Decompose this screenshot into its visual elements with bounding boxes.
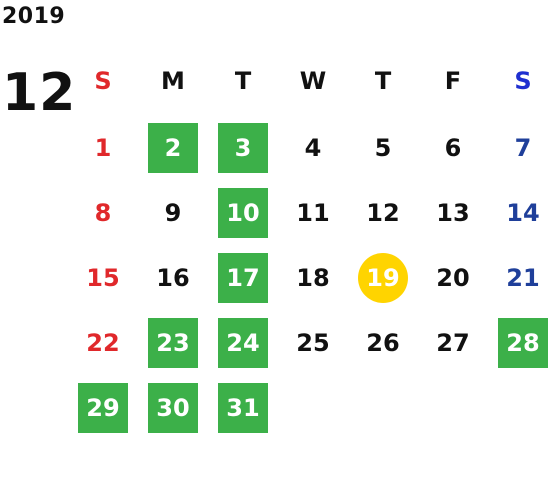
day-cell[interactable]: 28 xyxy=(488,310,548,375)
day-cell[interactable]: 18 xyxy=(278,245,348,310)
weekday-header-row: S M T W T F S xyxy=(68,48,548,115)
weekday-sunday: S xyxy=(94,66,112,95)
holiday-day[interactable]: 28 xyxy=(498,317,548,368)
day-cell[interactable]: 12 xyxy=(348,180,418,245)
holiday-day[interactable]: 3 xyxy=(218,122,268,173)
day-cell[interactable]: 13 xyxy=(418,180,488,245)
day-cell[interactable]: 7 xyxy=(488,115,548,180)
sunday-day[interactable]: 22 xyxy=(86,328,120,357)
week-row: 22 23 24 25 26 27 28 xyxy=(68,310,548,375)
weekday-monday: M xyxy=(161,66,185,95)
saturday-day[interactable]: 14 xyxy=(506,198,540,227)
week-row: 29 30 31 xyxy=(68,375,548,440)
today-day[interactable]: 19 xyxy=(358,252,408,303)
day-cell[interactable]: 1 xyxy=(68,115,138,180)
day-cell[interactable]: 20 xyxy=(418,245,488,310)
holiday-day[interactable]: 30 xyxy=(148,382,198,433)
day-cell[interactable]: 6 xyxy=(418,115,488,180)
day-cell[interactable]: 3 xyxy=(208,115,278,180)
weekday-day[interactable]: 13 xyxy=(436,198,470,227)
day-cell[interactable]: 27 xyxy=(418,310,488,375)
holiday-day[interactable]: 17 xyxy=(218,252,268,303)
day-cell[interactable]: 21 xyxy=(488,245,548,310)
day-cell[interactable]: 4 xyxy=(278,115,348,180)
day-cell[interactable]: 14 xyxy=(488,180,548,245)
sunday-day[interactable]: 15 xyxy=(86,263,120,292)
weekday-day[interactable]: 11 xyxy=(296,198,330,227)
day-cell[interactable]: 25 xyxy=(278,310,348,375)
day-cell[interactable]: 8 xyxy=(68,180,138,245)
day-cell[interactable]: 22 xyxy=(68,310,138,375)
day-cell[interactable]: 16 xyxy=(138,245,208,310)
holiday-day[interactable]: 31 xyxy=(218,382,268,433)
weekday-day[interactable]: 5 xyxy=(374,133,392,162)
day-cell[interactable]: 2 xyxy=(138,115,208,180)
day-cell[interactable]: 15 xyxy=(68,245,138,310)
weekday-day[interactable]: 6 xyxy=(444,133,462,162)
weekday-day[interactable]: 27 xyxy=(436,328,470,357)
saturday-day[interactable]: 21 xyxy=(506,263,540,292)
day-cell[interactable]: 31 xyxy=(208,375,278,440)
weekday-day[interactable]: 18 xyxy=(296,263,330,292)
weekday-day[interactable]: 9 xyxy=(164,198,182,227)
week-row: 8 9 10 11 12 13 14 xyxy=(68,180,548,245)
holiday-day[interactable]: 24 xyxy=(218,317,268,368)
weekday-day[interactable]: 26 xyxy=(366,328,400,357)
weekday-wednesday: W xyxy=(299,66,327,95)
day-cell[interactable]: 9 xyxy=(138,180,208,245)
week-row: 15 16 17 18 19 20 21 xyxy=(68,245,548,310)
saturday-day[interactable]: 7 xyxy=(514,133,532,162)
holiday-day[interactable]: 2 xyxy=(148,122,198,173)
weekday-day[interactable]: 4 xyxy=(304,133,322,162)
weekday-day[interactable]: 25 xyxy=(296,328,330,357)
day-cell[interactable]: 29 xyxy=(68,375,138,440)
day-cell[interactable]: 30 xyxy=(138,375,208,440)
year-label: 2019 xyxy=(2,4,66,29)
day-cell[interactable]: 24 xyxy=(208,310,278,375)
day-cell[interactable]: 17 xyxy=(208,245,278,310)
day-cell[interactable]: 26 xyxy=(348,310,418,375)
weekday-thursday: T xyxy=(374,66,392,95)
sunday-day[interactable]: 1 xyxy=(94,133,112,162)
day-cell[interactable]: 10 xyxy=(208,180,278,245)
day-cell[interactable]: 19 xyxy=(348,245,418,310)
weekday-day[interactable]: 12 xyxy=(366,198,400,227)
holiday-day[interactable]: 29 xyxy=(78,382,128,433)
day-cell[interactable]: 23 xyxy=(138,310,208,375)
holiday-day[interactable]: 10 xyxy=(218,187,268,238)
holiday-day[interactable]: 23 xyxy=(148,317,198,368)
day-cell[interactable]: 11 xyxy=(278,180,348,245)
weekday-tuesday: T xyxy=(234,66,252,95)
weekday-day[interactable]: 20 xyxy=(436,263,470,292)
sunday-day[interactable]: 8 xyxy=(94,198,112,227)
weekday-saturday: S xyxy=(514,66,532,95)
month-label: 12 xyxy=(2,63,77,123)
weekday-day[interactable]: 16 xyxy=(156,263,190,292)
day-cell[interactable]: 5 xyxy=(348,115,418,180)
weekday-friday: F xyxy=(444,66,462,95)
